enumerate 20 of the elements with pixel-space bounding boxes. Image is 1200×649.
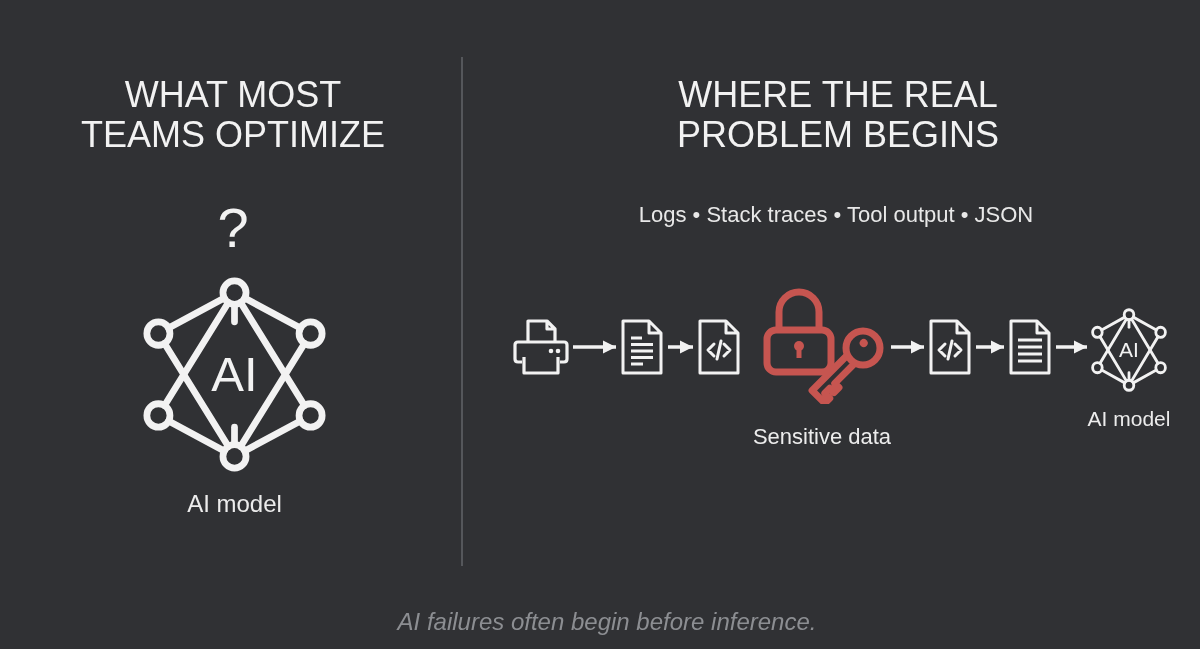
printer-icon (513, 318, 569, 376)
arrow (891, 340, 924, 354)
arrow (976, 340, 1004, 354)
code-file-icon (697, 319, 741, 375)
caption-text: AI failures often begin before inference. (397, 608, 817, 637)
code-file-icon (928, 319, 972, 375)
arrow (1056, 340, 1087, 354)
arrow (573, 340, 616, 354)
node-caption: AI model (187, 490, 282, 519)
arrow (668, 340, 693, 354)
question-mark: ? (217, 200, 249, 256)
panel-heading: WHERE THE REAL PROBLEM BEGINS (675, 75, 1001, 155)
subheading: Logs • Stack traces • Tool output • JSON (638, 202, 1034, 228)
document-icon (620, 319, 664, 375)
network-node: AI (1091, 308, 1167, 392)
panel-heading: WHAT MOST TEAMS OPTIMIZE (80, 75, 386, 155)
node-caption: Sensitive data (752, 424, 892, 451)
document-icon (1008, 319, 1052, 375)
node-caption: AI model (1087, 406, 1171, 432)
network-node: AI (143, 277, 326, 472)
